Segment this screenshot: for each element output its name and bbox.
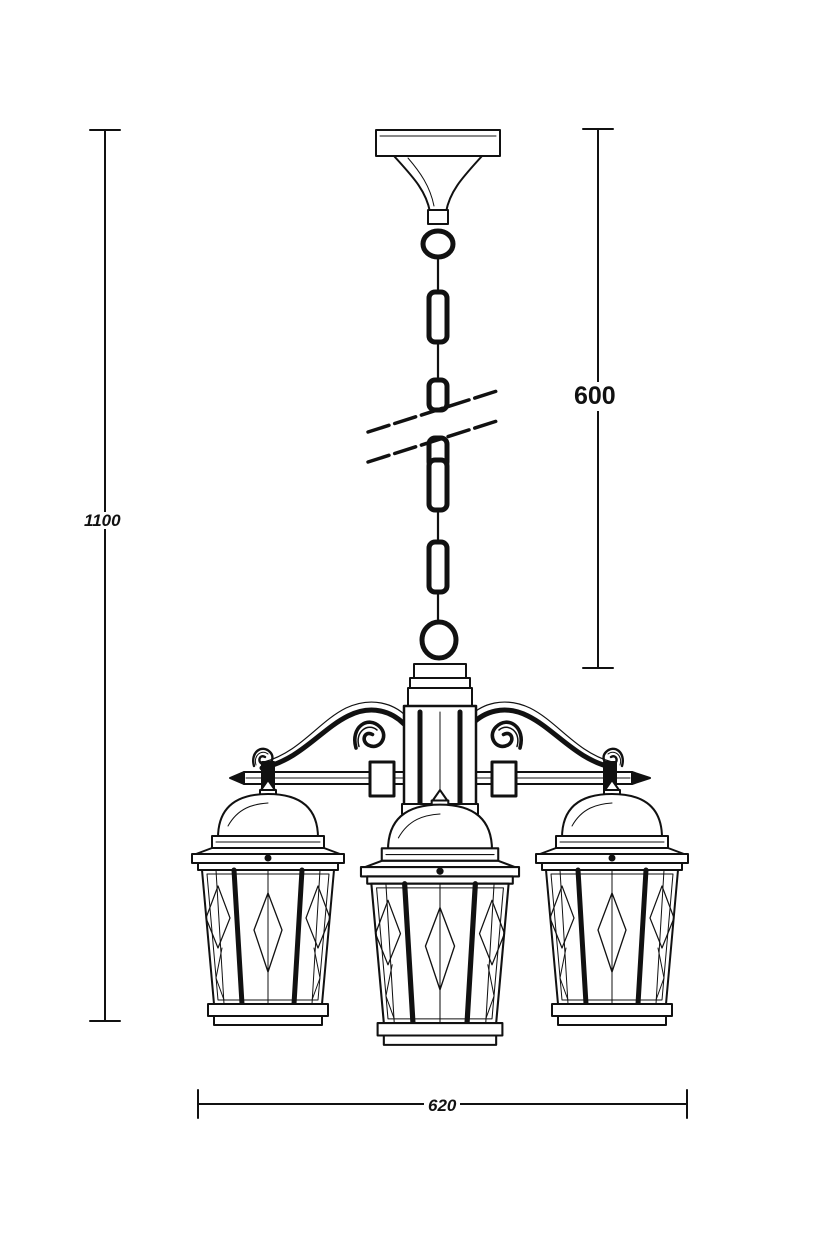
lantern-left [192,780,344,1025]
height-dimension-label: 1100 [84,511,121,530]
chain-length-dimension-label: 600 [572,382,618,411]
lantern-center [361,790,519,1045]
lantern-right [536,780,688,1025]
ceiling-canopy [375,129,501,225]
chain [419,228,459,661]
chain-break-marks [366,388,502,464]
height-dimension-line [89,129,121,1022]
width-dimension-label: 620 [424,1097,461,1114]
